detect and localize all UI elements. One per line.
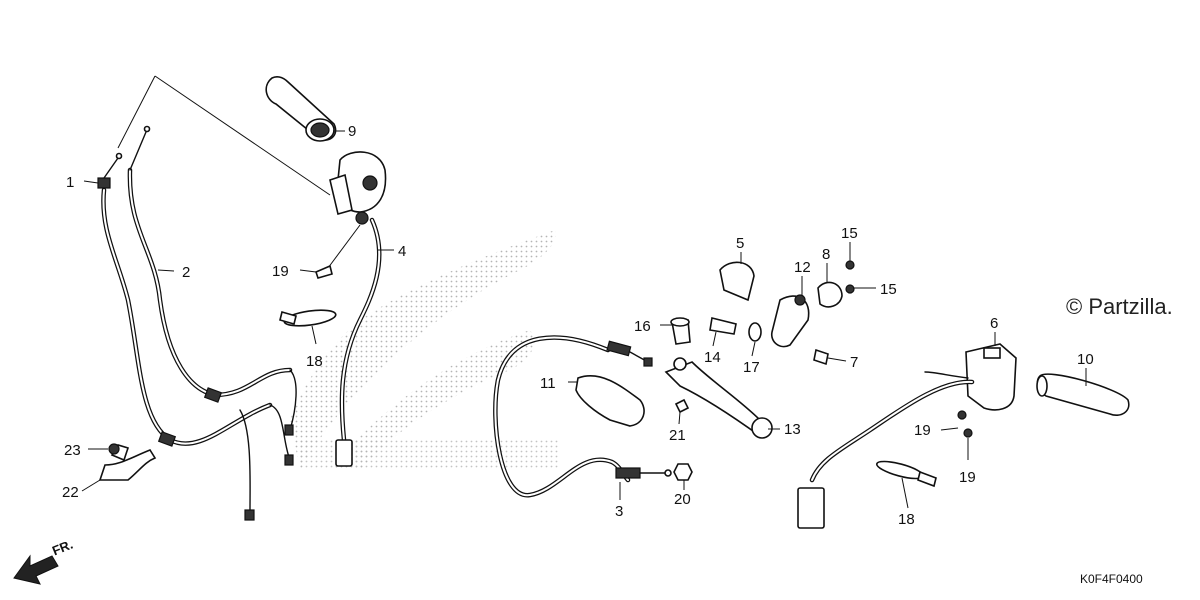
callout-7: 7 [850,354,858,371]
callout-4: 4 [398,243,406,260]
callout-6: 6 [990,315,998,332]
callout-8: 8 [822,246,830,263]
callout-19-lower: 19 [959,469,976,486]
right-switch-assembly [797,343,1130,529]
callout-18-right: 18 [898,511,915,528]
callout-1: 1 [66,174,74,191]
callout-17: 17 [743,359,760,376]
wire-band [279,309,337,327]
callout-5: 5 [736,235,744,252]
callout-16: 16 [634,318,651,335]
brand-watermark [290,230,560,470]
lever-holder-parts [670,260,855,481]
callout-19-right: 19 [914,422,931,439]
callout-15-top: 15 [841,225,858,242]
callout-14: 14 [704,349,721,366]
callout-labels: 1 2 3 4 5 6 7 8 9 10 11 12 13 14 15 15 1… [62,123,1094,528]
throttle-housing [315,151,387,467]
callout-11: 11 [540,375,556,392]
callout-3: 3 [615,503,623,520]
callout-2: 2 [182,264,190,281]
callout-12: 12 [794,259,811,276]
throttle-grip [265,76,337,142]
throttle-cables [97,75,331,521]
callout-10: 10 [1077,351,1094,368]
callout-19-left: 19 [272,263,289,280]
callout-9: 9 [348,123,356,140]
callout-22: 22 [62,484,79,501]
cable-guide-bracket [98,443,157,481]
lever-assembly [575,357,773,439]
leader-lines [81,130,1087,509]
copyright-text: © Partzilla. [1066,294,1173,319]
callout-21: 21 [669,427,686,444]
clutch-cable [493,335,672,498]
callout-13: 13 [784,421,801,438]
callout-15-side: 15 [880,281,897,298]
callout-18-left: 18 [306,353,323,370]
front-arrow-icon [13,554,59,585]
callout-23: 23 [64,442,81,459]
callout-20: 20 [674,491,691,508]
diagram-code: K0F4F0400 [1080,572,1143,586]
